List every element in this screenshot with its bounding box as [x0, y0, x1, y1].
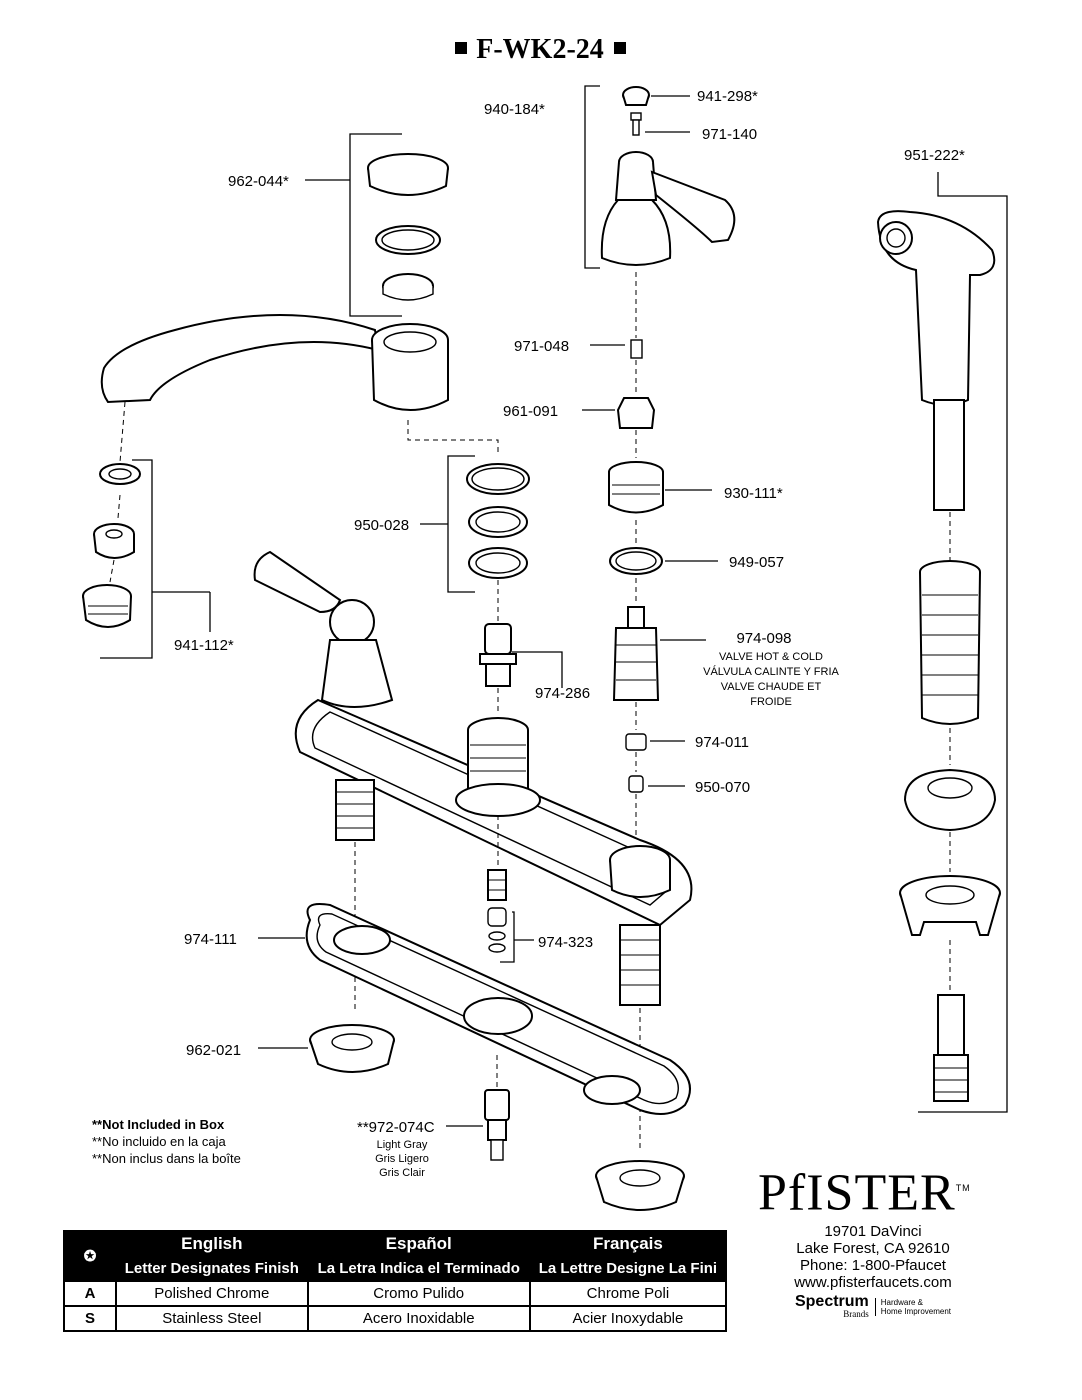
parent-name: Spectrum [794, 1293, 869, 1311]
label-941-112: 941-112* [174, 637, 234, 654]
note-fr: **Non inclus dans la boîte [92, 1151, 241, 1166]
brand-name: PfISTER [758, 1164, 956, 1222]
faucet-body [253, 550, 693, 1150]
cartridge-974-098 [627, 606, 645, 630]
handle-base-left [320, 639, 394, 708]
valve-desc-en: VALVE HOT & COLD [719, 651, 823, 663]
finish-table-lang-row: ✪ English Español Français [63, 1230, 728, 1282]
finish-code: S [63, 1305, 117, 1332]
trademark: TM [955, 1183, 971, 1193]
orings-group: 950-028 974-286 [354, 455, 590, 714]
nipple-974-323 [487, 869, 507, 901]
screw-971-048 [630, 339, 643, 359]
seat-974-011 [625, 733, 647, 751]
hose-color-en: Light Gray [377, 1139, 428, 1151]
finish-table: ✪ English Español Français Letter Design… [63, 1230, 728, 1332]
notes: **Not Included in Box **No incluido en l… [92, 1116, 241, 1167]
finish-fr: Acier Inoxydable [528, 1305, 728, 1332]
parent-sub: Brands [843, 1309, 869, 1320]
lever-right [650, 170, 736, 244]
parent-tagline: Hardware & Home Improvement [874, 1298, 952, 1317]
table-row: S Stainless Steel Acero Inoxidable Acier… [63, 1305, 728, 1332]
label-949-057: 949-057 [729, 554, 784, 571]
label-940-184: 940-184* [484, 101, 545, 118]
label-974-286: 974-286 [535, 685, 590, 702]
finish-fr: Chrome Poli [528, 1280, 728, 1307]
finish-es: Acero Inoxidable [306, 1305, 531, 1332]
website-link[interactable]: www.pfisterfaucets.com [794, 1274, 952, 1292]
finish-symbol: ✪ [63, 1230, 117, 1282]
side-spray-group: 951-222* [876, 147, 1008, 1113]
address-line-2: Lake Forest, CA 92610 [796, 1240, 950, 1258]
subheader-french: La Lettre Designe La Fini [528, 1255, 728, 1282]
hose-color-fr: Gris Clair [379, 1167, 425, 1179]
diverter-974-286 [484, 623, 512, 655]
valve-desc-fr-2: FROIDE [750, 696, 792, 708]
title-group: F-WK2-24 [455, 34, 626, 65]
finish-en: Polished Chrome [115, 1280, 309, 1307]
subheader-spanish: La Letra Indica el Terminado [306, 1255, 531, 1282]
finish-code: A [63, 1280, 117, 1307]
lang-english: English [115, 1230, 309, 1257]
parent-company-logo: Spectrum Brands Hardware & Home Improvem… [758, 1293, 988, 1320]
table-row: A Polished Chrome Cromo Pulido Chrome Po… [63, 1280, 728, 1307]
label-971-048: 971-048 [514, 338, 569, 355]
lever-left [253, 550, 342, 614]
spray-hose-stem [933, 399, 965, 511]
finish-en: Stainless Steel [115, 1305, 309, 1332]
adapter-961-091 [616, 397, 656, 429]
gasket-group: 974-323 974-111 962-021 **972-074C Light… [184, 869, 691, 1211]
label-941-298: 941-298* [697, 88, 758, 105]
shank-right [619, 924, 661, 1006]
spray-shank [937, 994, 965, 1056]
spout-group: 962-044* 941-112 [82, 133, 499, 659]
finish-table-sub-row: Letter Designates Finish La Letra Indica… [64, 1255, 728, 1282]
connector-972-074c [484, 1089, 510, 1121]
company-block: PfISTERTM 19701 DaVinci Lake Forest, CA … [758, 1158, 988, 1319]
label-974-098: 974-098 [736, 630, 791, 647]
note-en: **Not Included in Box [92, 1117, 225, 1132]
hose-color-es: Gris Ligero [375, 1153, 429, 1165]
label-962-021: 962-021 [186, 1042, 241, 1059]
label-974-111: 974-111 [184, 931, 237, 948]
lang-spanish: Español [306, 1230, 531, 1257]
phone: Phone: 1-800-Pfaucet [800, 1257, 946, 1275]
valve-desc-fr: VALVE CHAUDE ET [721, 681, 822, 693]
label-961-091: 961-091 [503, 403, 558, 420]
page-title: F-WK2-24 [476, 34, 604, 65]
finish-es: Cromo Pulido [306, 1280, 531, 1307]
label-951-222: 951-222* [904, 147, 965, 164]
label-950-070: 950-070 [695, 779, 750, 796]
label-962-044: 962-044* [228, 173, 289, 190]
spray-escutcheon [903, 768, 997, 832]
parent-tag-1: Hardware & [880, 1298, 924, 1308]
label-950-028: 950-028 [354, 517, 409, 534]
spray-head [876, 210, 996, 406]
lang-french: Français [528, 1230, 728, 1257]
shank-left [335, 779, 375, 841]
spring-950-070 [628, 775, 644, 793]
subheader-english: Letter Designates Finish [115, 1255, 309, 1282]
note-es: **No incluido en la caja [92, 1134, 226, 1149]
valve-desc-es: VÁLVULA CALINTE Y FRIA [703, 665, 839, 678]
label-972-074c: **972-074C [357, 1119, 435, 1136]
label-974-011: 974-011 [695, 734, 749, 751]
parent-tag-2: Home Improvement [880, 1307, 952, 1317]
label-930-111: 930-111* [724, 485, 783, 502]
center-column: 941-298* 940-184* 971-140 971-048 961-09… [484, 85, 840, 838]
screw-971-140 [630, 112, 642, 121]
label-974-323: 974-323 [538, 934, 593, 951]
spout [100, 314, 380, 404]
label-971-140: 971-140 [702, 126, 757, 143]
brand-logo: PfISTERTM [758, 1158, 988, 1223]
handle-base-right [600, 199, 672, 266]
address-line-1: 19701 DaVinci [824, 1223, 922, 1241]
